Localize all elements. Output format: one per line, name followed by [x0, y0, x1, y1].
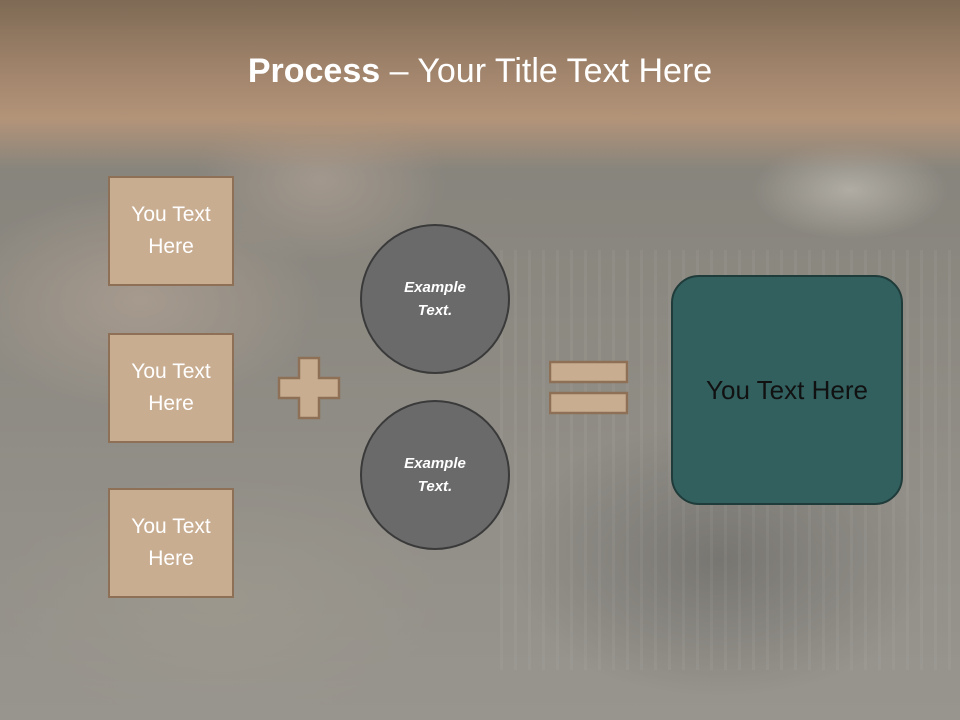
result-label: You Text Here [706, 374, 868, 405]
title-band [0, 0, 960, 170]
example-circle-2: Example Text. [360, 400, 510, 550]
result-box: You Text Here [671, 275, 903, 505]
text-box-label: You Text Here [131, 360, 211, 415]
title-bold: Process [247, 52, 381, 90]
text-box-label: You Text Here [131, 515, 211, 570]
plus-icon [277, 356, 341, 420]
example-circle-label: Example Text. [404, 455, 466, 495]
example-circle-1: Example Text. [360, 224, 510, 374]
text-box-1: You Text Here [108, 176, 234, 286]
example-circle-label: Example Text. [404, 279, 466, 319]
title-rest: – Your Title Text Here [380, 52, 713, 90]
slide-title: Process – Your Title Text Here [0, 52, 960, 91]
text-box-label: You Text Here [131, 203, 211, 258]
text-box-2: You Text Here [108, 333, 234, 443]
equals-icon [549, 360, 629, 415]
text-box-3: You Text Here [108, 488, 234, 598]
